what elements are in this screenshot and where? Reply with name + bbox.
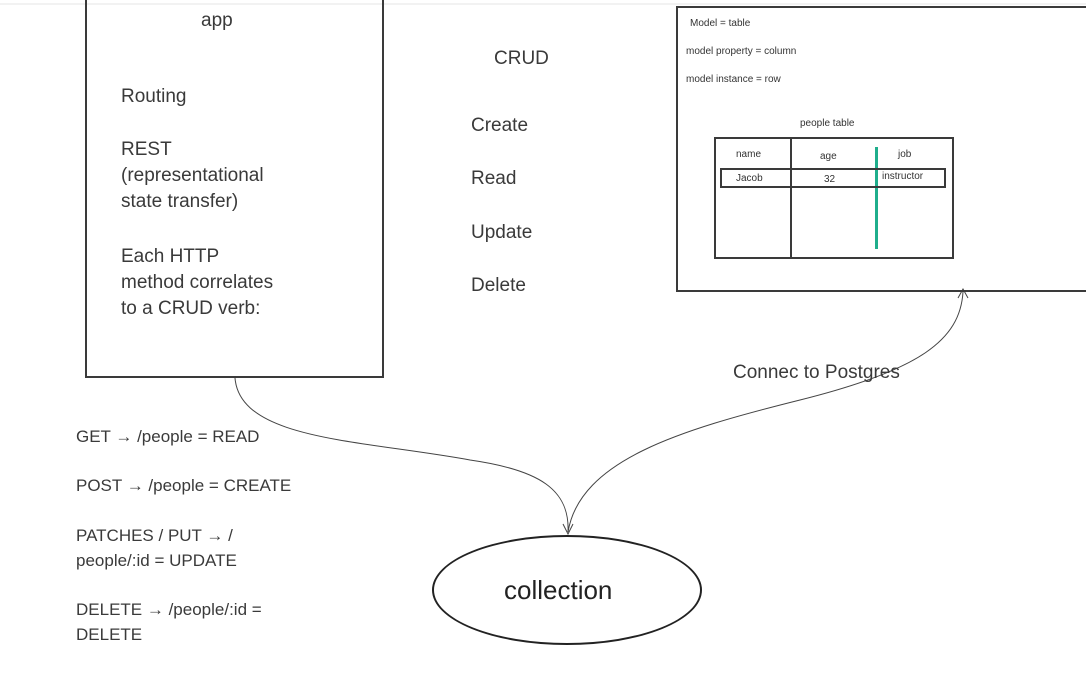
header-job: job (898, 149, 912, 160)
model-line-column: model property = column (686, 46, 797, 57)
rest-label: REST (representational state transfer) (121, 139, 264, 212)
arrowhead-model (957, 287, 969, 299)
collection-ellipse: collection (432, 535, 702, 645)
model-line-table: Model = table (690, 18, 751, 29)
crud-read: Read (471, 168, 517, 189)
cell-age: 32 (824, 174, 836, 185)
app-to-collection-arrow (234, 377, 569, 533)
people-table: name age job Jacob 32 instructor (714, 137, 954, 259)
arrowhead-collection (562, 523, 574, 536)
cell-job: instructor (882, 171, 924, 182)
app-box: app Routing REST (representational state… (85, 0, 384, 378)
route-patch-put: PATCHES / PUT → / people/:id = UPDATE (76, 526, 237, 570)
collection-to-model-arrow (567, 291, 964, 533)
routing-label: Routing (121, 86, 187, 107)
crud-update: Update (471, 222, 533, 243)
http-note: Each HTTP method correlates to a CRUD ve… (121, 246, 274, 319)
table-row: Jacob 32 instructor (720, 168, 946, 188)
header-name: name (736, 149, 762, 160)
table-divider-1 (790, 139, 792, 257)
crud-create: Create (471, 115, 529, 136)
crud-delete: Delete (471, 275, 526, 296)
collection-label: collection (504, 575, 613, 605)
table-divider-2 (875, 147, 878, 249)
header-age: age (820, 151, 837, 162)
route-post: POST → /people = CREATE (76, 476, 292, 495)
model-box: Model = table model property = column mo… (676, 6, 1086, 292)
route-get: GET → /people = READ (76, 427, 260, 446)
route-delete: DELETE → /people/:id = DELETE (76, 600, 262, 644)
connect-label: Connec to Postgres (733, 362, 900, 383)
model-line-row: model instance = row (686, 74, 781, 85)
people-table-title: people table (800, 118, 855, 129)
app-title: app (201, 10, 233, 31)
crud-title: CRUD (494, 48, 549, 69)
cell-name: Jacob (736, 173, 763, 184)
